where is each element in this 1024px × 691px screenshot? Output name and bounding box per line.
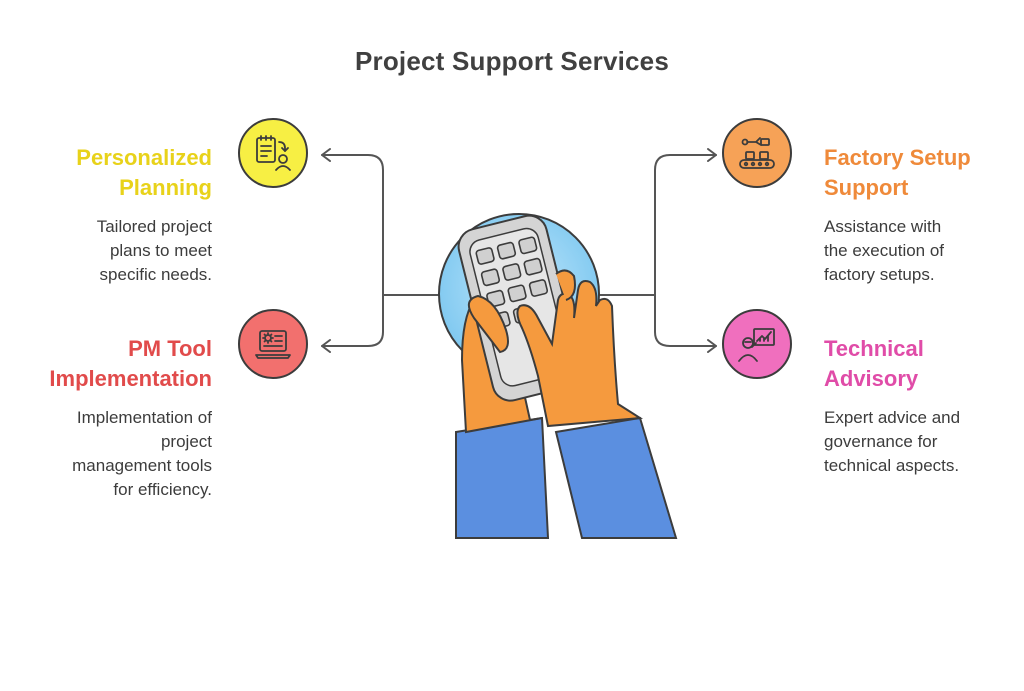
clipboard-plan-icon <box>238 118 308 188</box>
technical-advisory-description: Expert advice and governance for technic… <box>824 408 961 475</box>
presenter-chart-icon <box>722 309 792 379</box>
page-title: Project Support Services <box>354 46 670 76</box>
technical-advisory-heading: Technical Advisory <box>824 336 924 391</box>
factory-setup-support-description: Assistance with the execution of factory… <box>824 217 945 284</box>
right-sleeve <box>554 416 678 539</box>
personalized-planning-heading: Personalized Planning <box>76 145 212 200</box>
personalized-planning-description: Tailored project plans to meet specific … <box>96 217 212 284</box>
left-thumb <box>467 294 509 354</box>
laptop-gear-icon <box>238 309 308 379</box>
left-sleeve <box>455 416 550 539</box>
pm-tool-implementation-description: Implementation of project management too… <box>72 408 212 499</box>
factory-conveyor-icon <box>722 118 792 188</box>
factory-setup-support-heading: Factory Setup Support <box>824 145 971 200</box>
pm-tool-implementation-heading: PM Tool Implementation <box>49 336 212 391</box>
right-hand <box>516 280 644 428</box>
